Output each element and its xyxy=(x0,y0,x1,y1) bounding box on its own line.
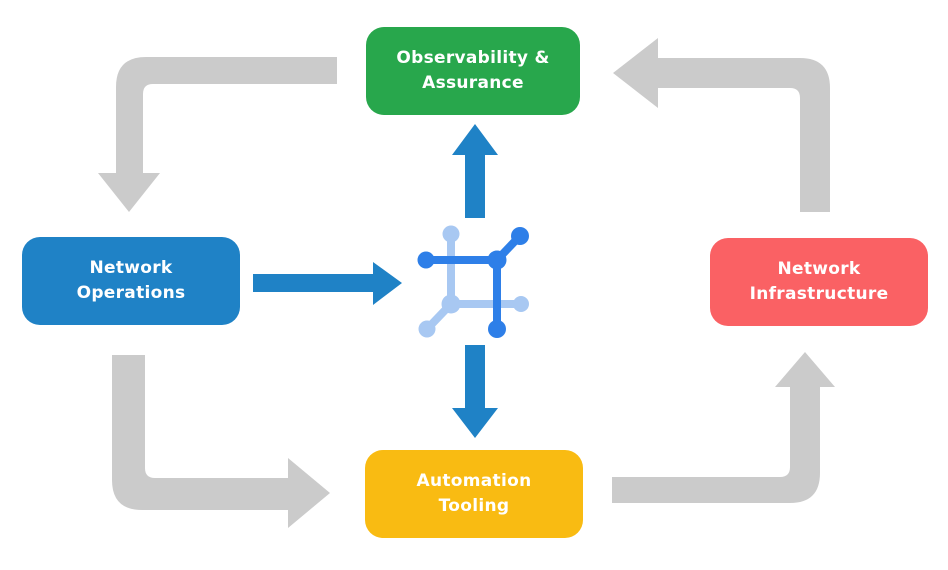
icon-light-right-node xyxy=(513,296,529,312)
node-automation-tooling-label: Automation Tooling xyxy=(416,471,532,516)
icon-light-bottom-left-node xyxy=(418,320,436,338)
node-observability-assurance: Observability & Assurance xyxy=(366,27,580,115)
cycle-arrows xyxy=(98,38,835,528)
cycle-arrow-operations-to-automation xyxy=(112,355,330,528)
cycle-arrow-infrastructure-to-observability xyxy=(613,38,830,212)
icon-light-top-node xyxy=(442,225,460,243)
icon-dark-top-right-node xyxy=(511,227,529,245)
flow-arrow-operations-to-icon xyxy=(253,262,402,305)
cycle-arrow-automation-to-infrastructure xyxy=(612,352,835,503)
network-platform-icon xyxy=(417,225,529,338)
node-network-operations-label: Network Operations xyxy=(76,258,186,303)
node-observability-assurance-label: Observability & Assurance xyxy=(396,48,550,93)
node-network-operations: Network Operations xyxy=(22,237,240,325)
node-network-infrastructure: Network Infrastructure xyxy=(710,238,928,326)
flow-arrow-icon-to-automation xyxy=(452,345,498,438)
flow-arrows xyxy=(253,124,498,438)
flow-arrow-icon-to-observability xyxy=(452,124,498,218)
cycle-arrow-observability-to-operations xyxy=(98,57,337,212)
icon-dark-bottom-node xyxy=(488,320,506,338)
node-automation-tooling: Automation Tooling xyxy=(365,450,583,538)
node-network-infrastructure-label: Network Infrastructure xyxy=(749,259,889,304)
